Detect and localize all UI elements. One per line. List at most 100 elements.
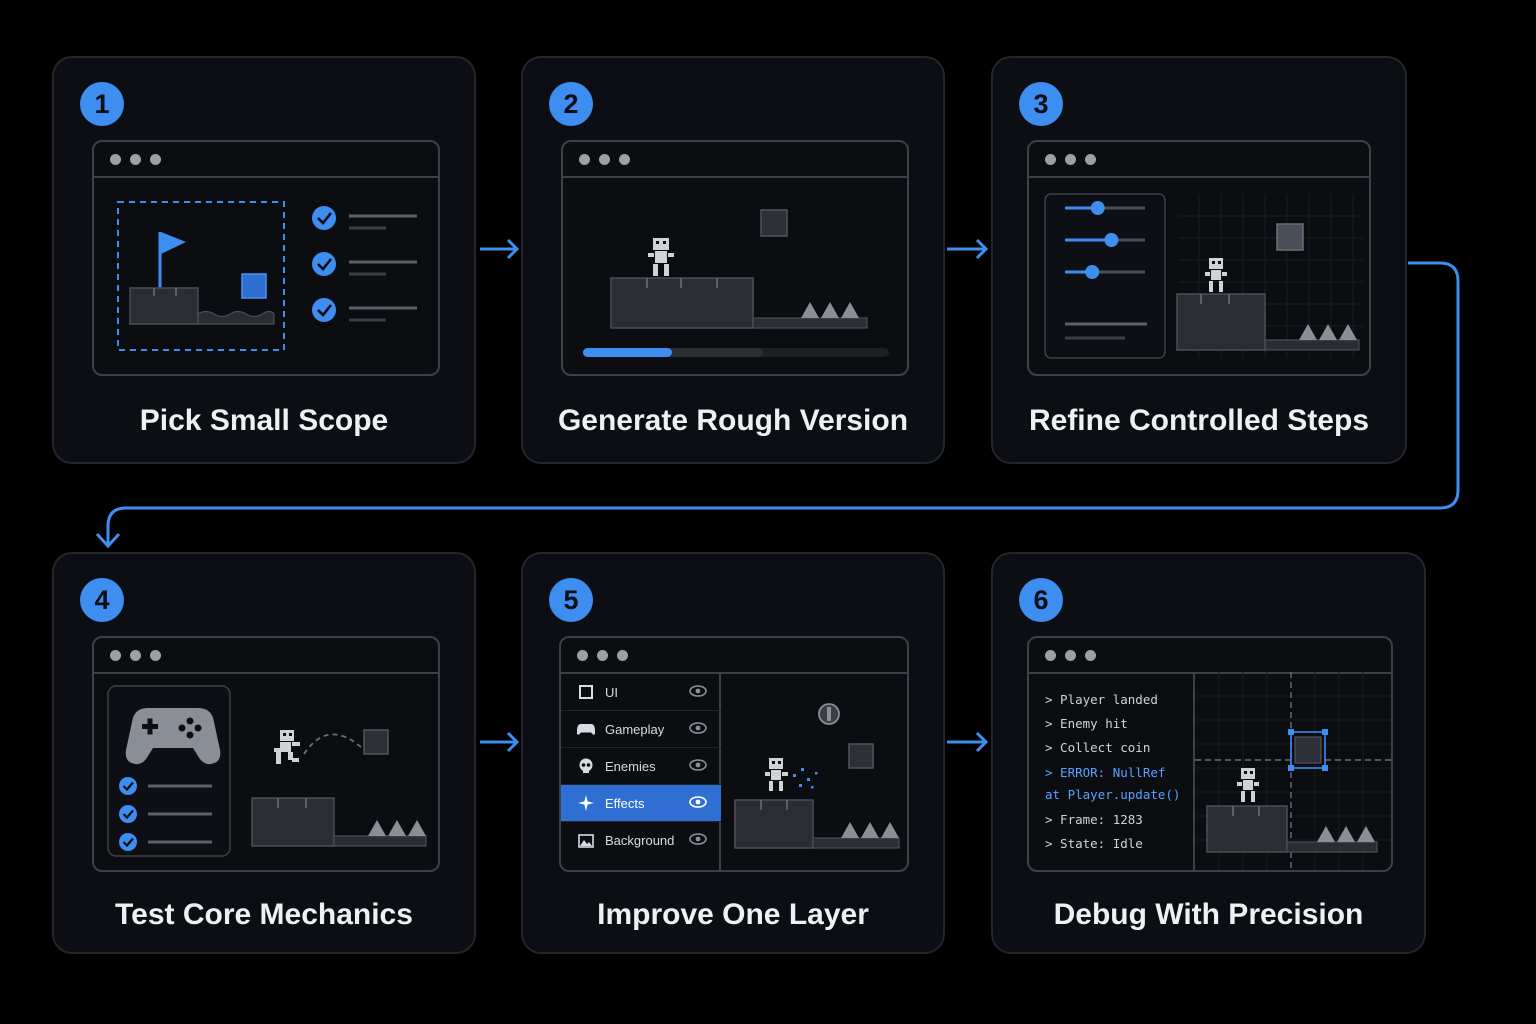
check-icon bbox=[119, 777, 137, 795]
layer-label: Background bbox=[605, 833, 675, 848]
coin-icon bbox=[818, 703, 840, 725]
window-titlebar bbox=[563, 142, 907, 178]
window-dot-icon bbox=[619, 154, 630, 165]
rough-level-illustration bbox=[583, 209, 889, 357]
console-line: > Frame: 1283 bbox=[1045, 812, 1143, 827]
flow-arrow-icon bbox=[480, 238, 520, 260]
layer-row-ui[interactable]: UI bbox=[561, 674, 721, 711]
window-dot-icon bbox=[579, 154, 590, 165]
slider-knob[interactable] bbox=[1085, 265, 1100, 279]
window-dot-icon bbox=[577, 650, 588, 661]
step-card-4: 4 bbox=[52, 552, 476, 954]
window-dot-icon bbox=[150, 154, 161, 165]
step-title: Pick Small Scope bbox=[139, 404, 389, 437]
scope-illustration bbox=[117, 201, 417, 351]
window-titlebar bbox=[1029, 638, 1391, 674]
layers-panel: UI Gameplay Enemies bbox=[561, 672, 721, 870]
debug-console: > Player landed > Enemy hit > Collect co… bbox=[1029, 672, 1195, 870]
app-window: > Player landed > Enemy hit > Collect co… bbox=[1027, 636, 1393, 872]
layer-label: Gameplay bbox=[605, 721, 665, 737]
checklist bbox=[119, 777, 212, 851]
flow-arrow-icon bbox=[480, 731, 520, 753]
step-title: Generate Rough Version bbox=[557, 404, 909, 437]
progress-bar bbox=[583, 348, 889, 357]
layer-row-background[interactable]: Background bbox=[561, 822, 721, 859]
window-titlebar bbox=[561, 638, 907, 674]
eye-icon[interactable] bbox=[689, 759, 707, 771]
gamepad-icon bbox=[125, 708, 221, 765]
step-card-3: 3 bbox=[991, 56, 1407, 464]
particle-effect-icon bbox=[793, 768, 818, 789]
layer-preview-illustration bbox=[734, 703, 900, 849]
window-titlebar bbox=[94, 638, 438, 674]
skull-icon bbox=[577, 757, 595, 775]
eye-icon[interactable] bbox=[689, 796, 707, 808]
window-dot-icon bbox=[1045, 154, 1056, 165]
eye-icon[interactable] bbox=[689, 685, 707, 697]
square-icon bbox=[577, 683, 595, 701]
debug-viewport-illustration bbox=[1195, 672, 1391, 870]
layer-row-enemies[interactable]: Enemies bbox=[561, 748, 721, 785]
console-line: > State: Idle bbox=[1045, 836, 1143, 851]
player-jumping-sprite-icon bbox=[274, 730, 300, 764]
check-icon bbox=[312, 252, 336, 276]
window-dot-icon bbox=[1085, 650, 1096, 661]
layer-label: UI bbox=[605, 684, 618, 700]
step-number-badge: 5 bbox=[549, 578, 593, 622]
console-line: > Enemy hit bbox=[1045, 716, 1128, 731]
sparkle-icon bbox=[577, 794, 595, 812]
flow-arrow-icon bbox=[947, 731, 989, 753]
check-icon bbox=[119, 805, 137, 823]
eye-icon[interactable] bbox=[689, 833, 707, 845]
app-window bbox=[1027, 140, 1371, 376]
slider-group bbox=[1065, 201, 1145, 279]
player-sprite-icon bbox=[648, 238, 674, 276]
window-titlebar bbox=[94, 142, 438, 178]
flag-icon bbox=[158, 232, 186, 288]
app-window bbox=[92, 636, 440, 872]
window-titlebar bbox=[1029, 142, 1369, 178]
window-dot-icon bbox=[150, 650, 161, 661]
step-card-1: 1 bbox=[52, 56, 476, 464]
layer-row-gameplay[interactable]: Gameplay bbox=[561, 711, 721, 748]
app-window: UI Gameplay Enemies bbox=[559, 636, 909, 872]
player-sprite-icon bbox=[765, 758, 788, 791]
window-dot-icon bbox=[1045, 650, 1056, 661]
window-dot-icon bbox=[597, 650, 608, 661]
window-dot-icon bbox=[110, 154, 121, 165]
check-icon bbox=[312, 298, 336, 322]
step-title: Refine Controlled Steps bbox=[1028, 404, 1370, 437]
row-wrap-arrow-icon bbox=[95, 261, 1460, 549]
app-window bbox=[92, 140, 440, 376]
console-error-line: > ERROR: NullRef bbox=[1045, 765, 1166, 780]
layer-row-effects[interactable]: Effects bbox=[561, 785, 721, 822]
layer-label: Enemies bbox=[605, 758, 656, 774]
player-sprite-icon bbox=[1237, 768, 1259, 802]
step-card-5: 5 UI Gameplay bbox=[521, 552, 945, 954]
flow-arrow-icon bbox=[947, 238, 989, 260]
eye-icon[interactable] bbox=[689, 722, 707, 734]
window-dot-icon bbox=[130, 154, 141, 165]
app-window bbox=[561, 140, 909, 376]
step-title: Test Core Mechanics bbox=[115, 898, 413, 931]
step-number-badge: 1 bbox=[80, 82, 124, 126]
slider-knob[interactable] bbox=[1090, 201, 1105, 215]
slider-knob[interactable] bbox=[1104, 233, 1119, 247]
mechanics-illustration bbox=[107, 685, 427, 857]
console-line: > Collect coin bbox=[1045, 740, 1151, 755]
step-card-6: 6 > Player landed > Enemy hit > Collect … bbox=[991, 552, 1426, 954]
player-sprite-icon bbox=[1205, 258, 1227, 292]
step-number-badge: 2 bbox=[549, 82, 593, 126]
step-title: Debug With Precision bbox=[1053, 898, 1364, 931]
check-icon bbox=[312, 206, 336, 230]
refine-illustration bbox=[1044, 193, 1363, 359]
window-dot-icon bbox=[617, 650, 628, 661]
window-dot-icon bbox=[130, 650, 141, 661]
window-dot-icon bbox=[1085, 154, 1096, 165]
image-icon bbox=[577, 832, 595, 850]
console-line: > Player landed bbox=[1045, 692, 1158, 707]
step-card-2: 2 bbox=[521, 56, 945, 464]
step-number-badge: 6 bbox=[1019, 578, 1063, 622]
step-number-badge: 4 bbox=[80, 578, 124, 622]
layer-label: Effects bbox=[605, 795, 645, 811]
